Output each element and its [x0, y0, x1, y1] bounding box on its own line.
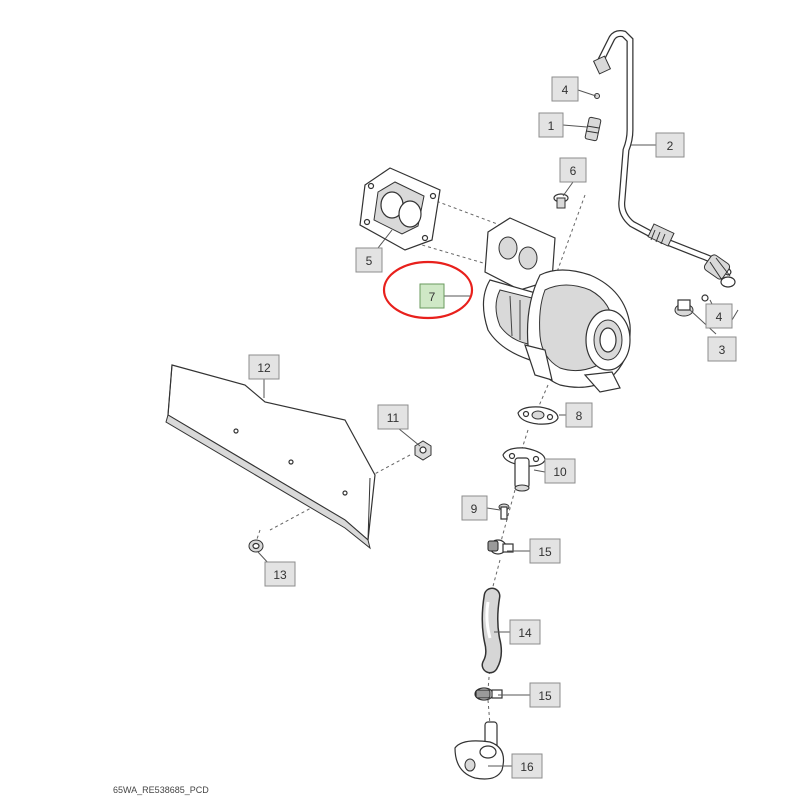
callout-11: 11: [377, 404, 409, 430]
heat-shield: [165, 364, 376, 550]
callout-5: 5: [355, 247, 383, 273]
drain-hose: [481, 587, 503, 674]
drain-tube-flange: [454, 721, 505, 780]
callout-15-lower: 15: [529, 682, 561, 708]
adapter-fitting-1: [584, 116, 602, 142]
bolt: [498, 503, 510, 520]
svg-text:14: 14: [518, 626, 532, 640]
callout-1: 1: [538, 112, 564, 138]
svg-text:7: 7: [429, 290, 436, 304]
svg-text:3: 3: [719, 343, 726, 357]
callout-9: 9: [461, 495, 488, 521]
callout-4-top: 4: [551, 76, 579, 102]
hose-clamp-upper: [487, 539, 514, 555]
callout-14: 14: [509, 619, 541, 645]
fitting-3: [674, 299, 694, 317]
svg-text:10: 10: [553, 465, 567, 479]
callout-6: 6: [559, 157, 587, 183]
gasket-drain: [517, 406, 559, 425]
callout-15-upper: 15: [529, 538, 561, 564]
svg-text:15: 15: [538, 545, 552, 559]
callout-16: 16: [511, 753, 543, 779]
svg-text:5: 5: [366, 254, 373, 268]
svg-text:13: 13: [273, 568, 287, 582]
svg-text:11: 11: [387, 411, 400, 425]
hose-clamp-lower: [474, 687, 503, 701]
svg-text:9: 9: [471, 502, 478, 516]
callout-8: 8: [565, 402, 593, 428]
callout-2: 2: [655, 132, 685, 158]
svg-text:12: 12: [257, 361, 271, 375]
svg-text:2: 2: [667, 139, 674, 153]
figure-id: 65WA_RE538685_PCD: [113, 785, 209, 795]
callout-10: 10: [544, 458, 576, 484]
callout-7: 7: [419, 283, 445, 309]
turbocharger: [482, 217, 631, 393]
svg-text:6: 6: [570, 164, 577, 178]
svg-text:8: 8: [576, 409, 583, 423]
callout-12: 12: [248, 354, 280, 380]
gasket: [359, 167, 441, 251]
svg-text:4: 4: [562, 83, 569, 97]
svg-text:1: 1: [548, 119, 555, 133]
svg-text:15: 15: [538, 689, 552, 703]
stud-6: [553, 193, 569, 209]
callout-4-right: 4: [705, 303, 733, 329]
highlight-ring: [382, 260, 474, 320]
callout-13: 13: [264, 561, 296, 587]
svg-text:16: 16: [520, 760, 534, 774]
washer-13: [248, 539, 264, 553]
drain-flange-tube: [502, 447, 546, 492]
oil-supply-pipe: [592, 30, 736, 288]
callout-3: 3: [707, 336, 737, 362]
washer-4-right: [701, 294, 709, 302]
svg-text:4: 4: [716, 310, 723, 324]
